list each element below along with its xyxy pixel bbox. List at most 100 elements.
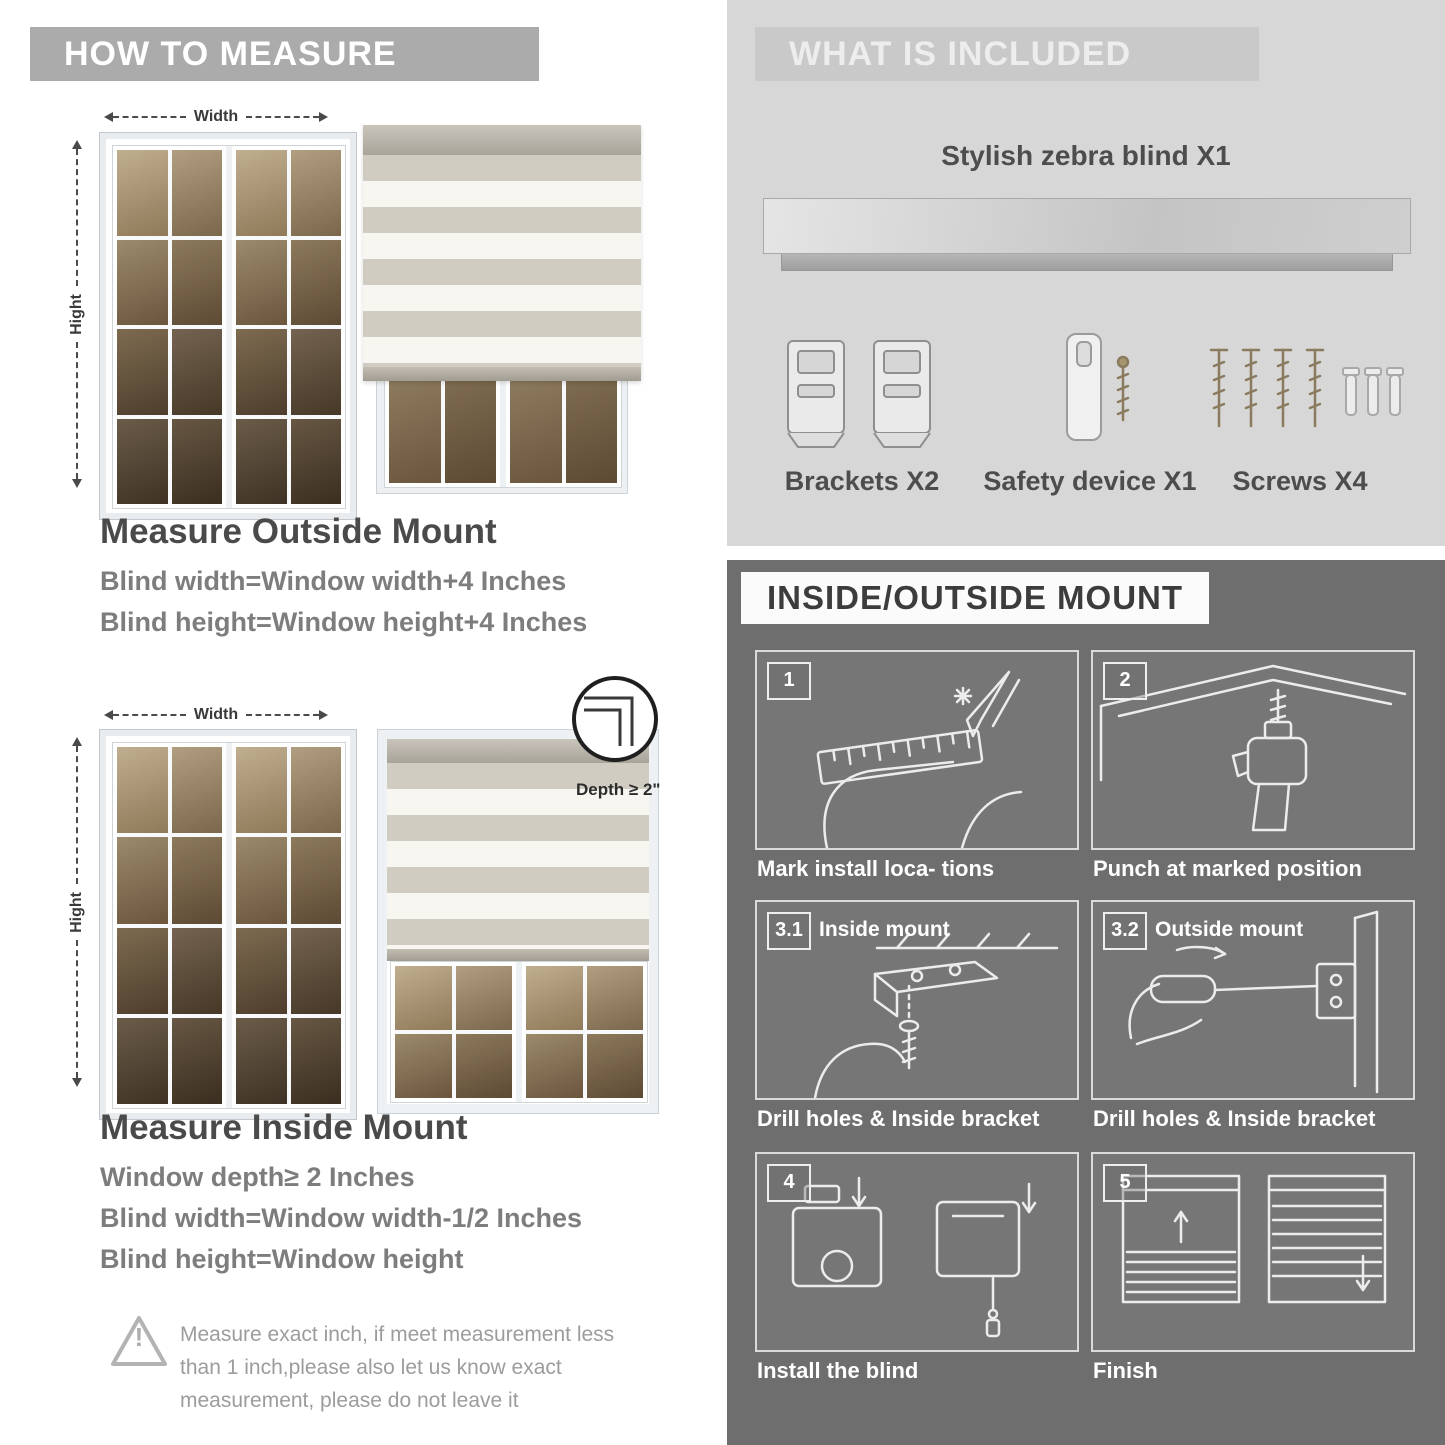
finish-illustration-icon bbox=[1121, 1174, 1387, 1304]
mark-location-illustration-icon bbox=[816, 670, 1023, 848]
width-arrow: Width bbox=[104, 706, 328, 724]
arrow-line bbox=[113, 116, 186, 118]
step-panel-3-1: 3.1 Inside mount bbox=[755, 900, 1079, 1100]
pane-grid bbox=[117, 150, 222, 504]
window-pane bbox=[236, 1017, 287, 1104]
window-pane bbox=[171, 418, 222, 504]
outside-mount-title: Measure Outside Mount bbox=[100, 512, 497, 551]
window-pane bbox=[117, 418, 168, 504]
outside-mount-width-formula: Blind width=Window width+4 Inches bbox=[100, 566, 567, 596]
window-pane bbox=[171, 150, 222, 236]
step-panel-2: 2 bbox=[1091, 650, 1415, 850]
step-number: 5 bbox=[1103, 1164, 1147, 1202]
window-pane bbox=[290, 239, 341, 325]
pane-grid bbox=[395, 966, 512, 1098]
arrow-line bbox=[246, 116, 319, 118]
arrow-up-icon bbox=[72, 140, 82, 149]
window-pane bbox=[117, 239, 168, 325]
arrow-down-icon bbox=[72, 1078, 82, 1087]
blind-bottomrail bbox=[363, 367, 641, 381]
window-casement bbox=[113, 743, 226, 1108]
window-casement bbox=[391, 962, 516, 1102]
arrow-right-icon bbox=[319, 112, 328, 122]
zebra-shade bbox=[363, 125, 641, 381]
what-is-included-header: WHAT IS INCLUDED bbox=[755, 27, 1259, 81]
brackets-icon bbox=[787, 340, 931, 448]
window-pane bbox=[455, 1034, 512, 1098]
blind-stripes bbox=[387, 763, 649, 949]
brackets-label: Brackets X2 bbox=[784, 466, 940, 496]
step-number: 1 bbox=[767, 662, 811, 700]
window-pane bbox=[395, 1034, 452, 1098]
height-arrow: Hight bbox=[68, 737, 86, 1087]
inside-mount-height-formula: Blind height=Window height bbox=[100, 1244, 464, 1274]
arrow-line bbox=[246, 714, 319, 716]
depth-label: Depth ≥ 2" bbox=[576, 780, 661, 799]
safety-device-label: Safety device X1 bbox=[983, 466, 1197, 496]
height-arrow: Hight bbox=[68, 140, 86, 488]
window-pane bbox=[455, 966, 512, 1030]
step-caption: Mark install loca- tions bbox=[757, 856, 995, 881]
arrow-down-icon bbox=[72, 479, 82, 488]
window-pane bbox=[236, 239, 287, 325]
included-blind-label: Stylish zebra blind X1 bbox=[941, 140, 1231, 171]
window-pane bbox=[290, 747, 341, 834]
step-number: 3.1 bbox=[767, 912, 811, 950]
pane-grid bbox=[236, 150, 341, 504]
window-pane bbox=[236, 329, 287, 415]
measure-note: Measure exact inch, if meet measurement … bbox=[180, 1318, 650, 1417]
window-pane bbox=[171, 927, 222, 1014]
window-photo-inside bbox=[99, 729, 357, 1120]
window-pane bbox=[171, 837, 222, 924]
window-pane bbox=[526, 966, 583, 1030]
note-line: Measure exact inch, if meet measurement … bbox=[180, 1323, 615, 1346]
pane-grid bbox=[236, 747, 341, 1104]
headrail-valance bbox=[781, 254, 1393, 271]
window-pane bbox=[236, 150, 287, 236]
safety-device-icon bbox=[1066, 333, 1130, 441]
window-sash bbox=[112, 742, 346, 1109]
width-label: Width bbox=[193, 706, 239, 723]
window-corner-zoom-icon bbox=[584, 696, 634, 746]
window-casement bbox=[226, 743, 345, 1108]
step-panel-1: 1 bbox=[755, 650, 1079, 850]
window-pane bbox=[526, 1034, 583, 1098]
exclamation-glyph: ! bbox=[134, 1322, 144, 1352]
window-pane bbox=[117, 1017, 168, 1104]
window-pane bbox=[290, 927, 341, 1014]
mount-header: INSIDE/OUTSIDE MOUNT bbox=[741, 572, 1210, 624]
zebra-blind-outside-illustration bbox=[363, 125, 641, 494]
window-pane bbox=[117, 150, 168, 236]
blind-headrail bbox=[363, 125, 641, 155]
install-blind-illustration-icon bbox=[791, 1176, 1037, 1338]
step-number: 4 bbox=[767, 1164, 811, 1202]
window-pane bbox=[117, 837, 168, 924]
window-pane bbox=[171, 239, 222, 325]
outside-mount-height-formula: Blind height=Window height+4 Inches bbox=[100, 607, 588, 637]
window-pane bbox=[236, 747, 287, 834]
how-to-measure-header: HOW TO MEASURE bbox=[30, 27, 539, 81]
inside-mount-label: Inside mount bbox=[819, 918, 950, 941]
window-pane bbox=[290, 837, 341, 924]
outside-mount-label: Outside mount bbox=[1155, 918, 1304, 941]
window-pane bbox=[117, 927, 168, 1014]
window-sash bbox=[112, 145, 346, 509]
arrow-right-icon bbox=[319, 710, 328, 720]
window-pane bbox=[117, 747, 168, 834]
inside-mount-title: Measure Inside Mount bbox=[100, 1108, 468, 1147]
step-caption: Drill holes & Inside bracket bbox=[757, 1106, 1040, 1131]
inside-bracket-illustration-icon bbox=[813, 932, 1059, 1098]
arrow-line bbox=[76, 149, 78, 286]
step-caption: Finish bbox=[1093, 1358, 1158, 1383]
window-casement bbox=[516, 962, 647, 1102]
warning-triangle-icon: ! bbox=[108, 1312, 170, 1372]
height-label: Hight bbox=[68, 891, 85, 933]
how-to-measure-section: HOW TO MEASURE Width Hight bbox=[0, 0, 722, 1445]
window-pane bbox=[586, 1034, 643, 1098]
note-line: than 1 inch,please also let us know exac… bbox=[180, 1356, 562, 1379]
blind-bottomrail bbox=[387, 949, 649, 961]
zebra-blind-inside-illustration bbox=[377, 729, 659, 1114]
arrow-up-icon bbox=[72, 737, 82, 746]
arrow-left-icon bbox=[104, 710, 113, 720]
step-panel-5: 5 bbox=[1091, 1152, 1415, 1352]
